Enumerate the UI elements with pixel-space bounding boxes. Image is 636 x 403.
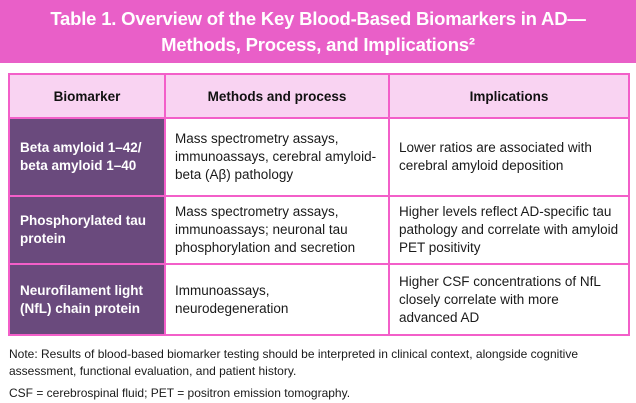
table-row: Phosphorylated tau protein Mass spectrom… <box>8 195 630 265</box>
cell-implications: Higher CSF concentrations of NfL closely… <box>388 263 630 336</box>
column-header-implications: Implications <box>388 73 630 119</box>
table-container: Biomarker Methods and process Implicatio… <box>8 73 630 336</box>
table-title-banner: Table 1. Overview of the Key Blood-Based… <box>0 0 636 63</box>
table-row: Beta amyloid 1–42/ beta amyloid 1–40 Mas… <box>8 117 630 197</box>
footnotes: Note: Results of blood-based biomarker t… <box>9 346 627 402</box>
column-header-methods: Methods and process <box>164 73 390 119</box>
table-header-row: Biomarker Methods and process Implicatio… <box>8 73 630 119</box>
table-title-line-2: Methods, Process, and Implications² <box>161 34 475 55</box>
table-row: Neurofilament light (NfL) chain protein … <box>8 263 630 336</box>
table-title-line-1: Table 1. Overview of the Key Blood-Based… <box>50 8 586 29</box>
column-header-biomarker: Biomarker <box>8 73 166 119</box>
note-text: Note: Results of blood-based biomarker t… <box>9 347 578 378</box>
cell-methods: Mass spectrometry assays, immunoassays; … <box>164 195 390 265</box>
cell-biomarker: Beta amyloid 1–42/ beta amyloid 1–40 <box>8 117 166 197</box>
cell-implications: Higher levels reflect AD-specific tau pa… <box>388 195 630 265</box>
cell-methods: Mass spectrometry assays, immunoassays, … <box>164 117 390 197</box>
abbreviations-text: CSF = cerebrospinal fluid; PET = positro… <box>9 386 351 400</box>
cell-implications: Lower ratios are associated with cerebra… <box>388 117 630 197</box>
cell-biomarker: Phosphorylated tau protein <box>8 195 166 265</box>
cell-methods: Immunoassays, neurodegeneration <box>164 263 390 336</box>
cell-biomarker: Neurofilament light (NfL) chain protein <box>8 263 166 336</box>
biomarkers-table: Biomarker Methods and process Implicatio… <box>8 73 630 336</box>
